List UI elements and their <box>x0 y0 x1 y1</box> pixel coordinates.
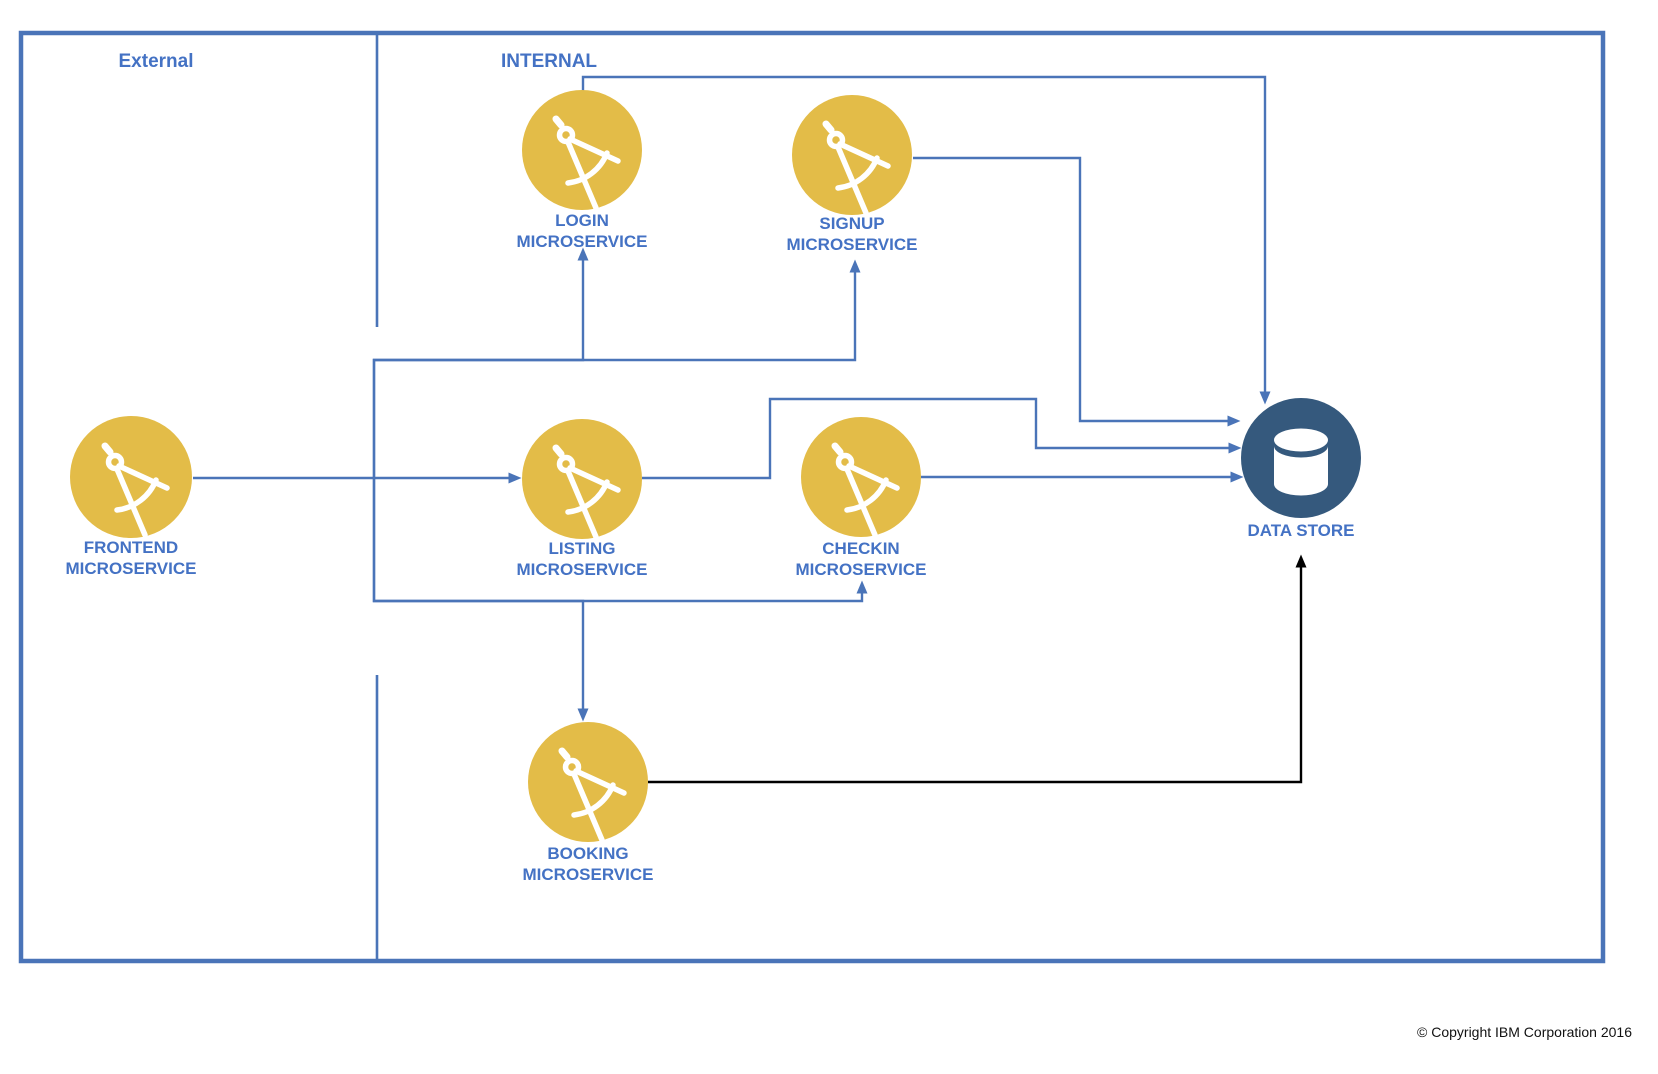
edge-signup-datastore <box>913 156 1241 427</box>
booking-circle <box>528 722 648 842</box>
edge-listing-datastore <box>642 397 1242 480</box>
datastore-label: DATA STORE <box>1247 521 1354 540</box>
signup-label-line2: MICROSERVICE <box>787 235 918 254</box>
frontend-circle <box>70 416 192 538</box>
checkin-label-line1: CHECKIN <box>822 539 899 558</box>
node-signup: SIGNUP MICROSERVICE <box>787 95 918 254</box>
listing-label-line1: LISTING <box>548 539 615 558</box>
edge-frontend-booking <box>372 478 589 722</box>
checkin-circle <box>801 417 921 537</box>
login-label-line1: LOGIN <box>555 211 609 230</box>
frontend-label-line1: FRONTEND <box>84 538 178 557</box>
node-datastore: DATA STORE <box>1241 398 1361 540</box>
node-booking: BOOKING MICROSERVICE <box>523 722 654 884</box>
login-label-line2: MICROSERVICE <box>517 232 648 251</box>
booking-label-line2: MICROSERVICE <box>523 865 654 884</box>
signup-label-line1: SIGNUP <box>819 214 884 233</box>
node-checkin: CHECKIN MICROSERVICE <box>796 417 927 579</box>
internal-zone-label: INTERNAL <box>501 51 597 72</box>
checkin-label-line2: MICROSERVICE <box>796 560 927 579</box>
node-login: LOGIN MICROSERVICE <box>517 90 648 251</box>
node-listing: LISTING MICROSERVICE <box>517 419 648 579</box>
external-zone-label: External <box>119 51 194 72</box>
edge-frontend-signup <box>372 259 861 478</box>
listing-label-line2: MICROSERVICE <box>517 560 648 579</box>
edge-login-datastore <box>581 75 1271 405</box>
copyright-text: © Copyright IBM Corporation 2016 <box>1417 1024 1632 1040</box>
edges-layer <box>193 75 1307 784</box>
signup-circle <box>792 95 912 215</box>
frontend-label-line2: MICROSERVICE <box>66 559 197 578</box>
edge-booking-datastore <box>648 554 1307 784</box>
node-frontend: FRONTEND MICROSERVICE <box>66 416 197 578</box>
booking-label-line1: BOOKING <box>547 844 628 863</box>
outer-boundary-box <box>18 30 1606 964</box>
login-circle <box>522 90 642 210</box>
database-icon <box>1274 428 1328 496</box>
listing-circle <box>522 419 642 539</box>
